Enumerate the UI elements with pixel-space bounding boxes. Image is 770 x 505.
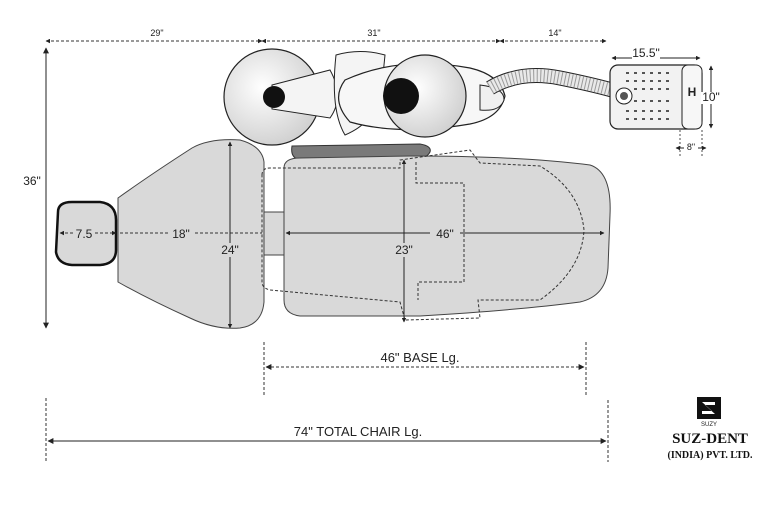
dim-total-length: 74" TOTAL CHAIR Lg. <box>294 424 422 439</box>
base-length-dimension: 46" BASE Lg. <box>263 342 587 396</box>
dim-overall-width: 36" <box>23 174 41 188</box>
brand-logo <box>697 397 721 419</box>
dental-unit <box>333 51 506 138</box>
brand-block: SUZY SUZ-DENT (INDIA) PVT. LTD. <box>667 397 753 461</box>
headrest: 7.5 <box>54 200 118 267</box>
dim-back-width: 24" <box>221 243 239 257</box>
brand-sub: (INDIA) PVT. LTD. <box>667 450 753 461</box>
dim-control-height: 10" <box>702 90 720 104</box>
backrest: 18" 24" <box>117 139 265 329</box>
control-box: H 15.5" 10" 8" <box>609 46 721 156</box>
overall-width-dimension: 36" <box>23 47 49 329</box>
dim-seat-width: 23" <box>395 243 413 257</box>
seat: 23" 46" <box>261 149 611 323</box>
dim-headrest: 7.5 <box>76 227 93 241</box>
operating-lamp <box>223 48 338 146</box>
dim-back-length: 18" <box>172 227 190 241</box>
brand-name: SUZ-DENT <box>672 431 748 447</box>
dim-side-gap: 14" <box>548 28 561 38</box>
top-dimensions: 29" 31" 14" <box>45 27 607 44</box>
hose <box>486 68 614 98</box>
dim-chair-overall: 31" <box>367 28 380 38</box>
dim-base-length: 46" BASE Lg. <box>380 350 459 365</box>
chair-connector <box>263 211 285 256</box>
dim-control-width: 15.5" <box>632 46 660 60</box>
brand-logo-text: SUZY <box>701 422 717 428</box>
control-letter: H <box>688 85 697 99</box>
total-length-dimension: 74" TOTAL CHAIR Lg. <box>45 398 609 462</box>
dim-headrest-depth: 29" <box>150 28 163 38</box>
dim-control-depth: 8" <box>687 142 695 152</box>
dim-seat-length: 46" <box>436 227 454 241</box>
